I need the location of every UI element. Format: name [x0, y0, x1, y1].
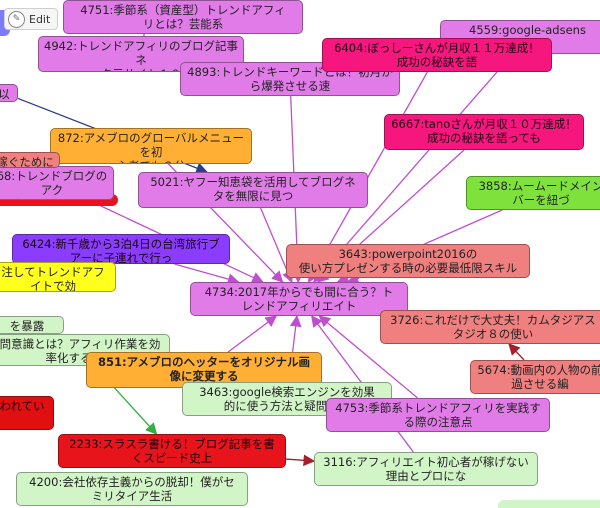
node-3858[interactable]: 3858:ムームードメイン バーを紐づ: [466, 176, 600, 210]
node-6404[interactable]: 6404:ぼっしーさんが月収１１万達成！ 成功の秘訣を語: [322, 38, 552, 72]
node-warerute[interactable]: われてい: [0, 396, 54, 430]
bottom-green-strip: [498, 500, 600, 508]
node-6424[interactable]: 6424:新千歳から3泊4日の台湾旅行ブ アーに子連れで行っ: [12, 234, 230, 264]
node-3726[interactable]: 3726:これだけで大丈夫！カムタジアス タジオ８の使い: [380, 310, 600, 344]
node-4753[interactable]: 4753:季節系トレンドアフィリを実践す る際の注意点: [326, 398, 550, 432]
edit-label: Edit: [29, 12, 51, 26]
node-6667[interactable]: 6667:tanoさんが月収１０万達成！ 成功の秘訣を語っても: [384, 114, 584, 150]
node-bakuro[interactable]: を暴露: [0, 316, 64, 334]
pencil-icon: ✎: [8, 10, 25, 28]
node-kasegu[interactable]: 稼ぐために: [0, 152, 60, 168]
node-4734[interactable]: 4734:2017年からでも間に合う？ト レンドアフィリエイト: [190, 282, 408, 316]
edge-5674-to-3726: [508, 343, 525, 361]
node-4200[interactable]: 4200:会社依存主義からの脱却！僕がセ ミリタイア生活: [16, 472, 248, 506]
node-3116[interactable]: 3116:アフィリエイト初心者が稼げない 理由とプロにな: [314, 452, 538, 486]
node-3643[interactable]: 3643:powerpoint2016の 使い方プレゼンする時の必要最低限スキル: [286, 244, 530, 278]
node-left1[interactable]: 以: [0, 84, 18, 102]
node-2233[interactable]: 2233:スラスラ書ける！ブログ記事を書 くスピード史上: [58, 434, 286, 468]
node-4942[interactable]: 4942:トレンドアフィリのブログ記事ネ タ元サイト１０: [38, 36, 244, 72]
node-mondai[interactable]: 問意識とは？アフィリ作業を効 率化する時間: [0, 334, 170, 366]
edge-851-to-4734: [227, 315, 278, 353]
node-68[interactable]: 68:トレンドブログのアク するのはコレ！: [0, 166, 114, 200]
edge-6424-to-4734: [174, 263, 240, 285]
node-5674[interactable]: 5674:動画内の人物の前 過させる編: [470, 360, 600, 394]
node-4751[interactable]: 4751:季節系（資産型）トレンドアフィ リとは？芸能系: [63, 0, 303, 34]
edit-button[interactable]: ✎ Edit: [4, 8, 58, 30]
edge-2233-to-3116: [285, 454, 316, 467]
node-5021[interactable]: 5021:ヤフー知恵袋を活用してブログネ タを無限に見つ: [138, 172, 368, 208]
node-872[interactable]: 872:アメブロのグローバルメニューを初 心者でも３分: [50, 128, 252, 164]
node-yellow[interactable]: 注してトレンドアフ イトで効: [0, 262, 116, 292]
edge-4753-to-4734: [318, 315, 419, 399]
